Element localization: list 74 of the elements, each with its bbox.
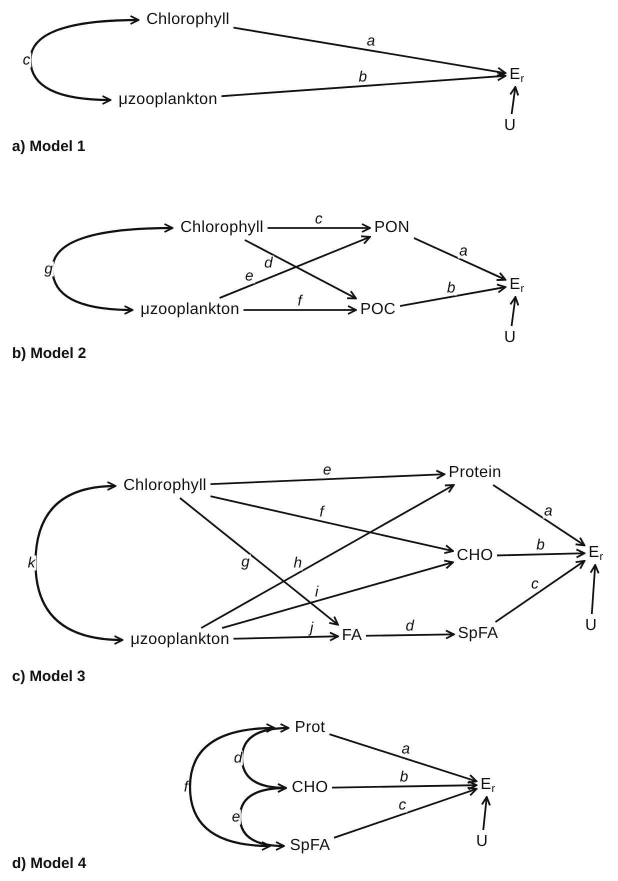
variable-label: Chlorophyll	[144, 10, 232, 30]
edge-label: h	[292, 555, 303, 570]
variable-label: FA	[340, 626, 364, 646]
edge-label: f	[296, 294, 303, 308]
variable-label: U	[502, 328, 518, 348]
edge-label: b	[358, 70, 368, 85]
arrow	[400, 284, 506, 307]
edge-label: d	[404, 618, 416, 634]
arrow	[481, 796, 491, 830]
edge-label: f	[182, 780, 190, 794]
variable-label: μzooplankton	[138, 300, 242, 320]
edge-label: c	[22, 52, 32, 68]
edge-label: d	[263, 255, 274, 270]
edge-label: e	[230, 810, 242, 824]
model-caption: c) Model 3	[12, 668, 86, 685]
arrow	[179, 497, 339, 626]
arrow	[221, 72, 506, 98]
arrow	[233, 632, 339, 642]
variable-label: CHO	[454, 546, 496, 566]
arrow	[366, 630, 455, 640]
arrow	[492, 484, 586, 546]
arrow	[244, 239, 357, 300]
arrow	[494, 560, 586, 623]
model-caption: a) Model 1	[12, 138, 86, 155]
arrow	[509, 86, 520, 114]
edge-label: b	[398, 770, 410, 785]
variable-label: U	[583, 616, 599, 636]
arrow	[210, 495, 454, 554]
model-caption: d) Model 4	[12, 855, 86, 872]
variable-label: E$_{r}$	[586, 543, 606, 563]
curved-double-arrow	[238, 783, 287, 851]
arrow	[244, 305, 357, 315]
variable-label: U	[474, 832, 490, 852]
edge-label: i	[314, 584, 320, 600]
curved-double-arrow	[34, 481, 124, 645]
variable-label: Protein	[446, 463, 504, 483]
variable-label: Chlorophyll	[178, 218, 266, 238]
variable-label: E$_{r}$	[478, 775, 498, 795]
arrow	[200, 484, 455, 629]
variable-label: CHO	[290, 778, 330, 798]
arrow	[414, 237, 506, 281]
edge-label: g	[240, 554, 251, 570]
variable-label: μzooplankton	[116, 90, 220, 110]
variable-label: E$_{r}$	[508, 65, 526, 85]
variable-label: Chlorophyll	[121, 476, 209, 496]
arrow	[590, 564, 600, 614]
arrow	[334, 786, 478, 839]
arrow	[233, 26, 506, 77]
variable-label: μzooplankton	[128, 630, 232, 650]
variable-label: E$_{r}$	[508, 275, 526, 295]
variable-label: U	[502, 116, 518, 136]
arrow	[332, 780, 478, 790]
arrow	[210, 470, 446, 485]
curved-double-arrow	[29, 15, 140, 105]
edge-label: b	[446, 280, 456, 296]
variable-label: PON	[372, 218, 412, 238]
variable-label: POC	[358, 300, 398, 320]
variable-label: SpFA	[288, 836, 332, 856]
edge-label: k	[26, 556, 36, 570]
arrow	[268, 223, 371, 233]
variable-label: Prot	[292, 718, 328, 738]
arrow	[222, 560, 454, 629]
edge-label: d	[232, 750, 244, 766]
curved-double-arrow	[51, 223, 174, 315]
arrow	[219, 235, 371, 299]
arrow	[329, 733, 478, 784]
arrow	[510, 296, 520, 326]
arrow	[496, 548, 586, 558]
edge-label: g	[43, 262, 54, 276]
curved-double-arrow	[188, 723, 276, 851]
edge-label: j	[308, 620, 314, 636]
edge-label: b	[535, 538, 546, 553]
model-caption: b) Model 2	[12, 345, 86, 362]
variable-label: SpFA	[456, 624, 500, 644]
